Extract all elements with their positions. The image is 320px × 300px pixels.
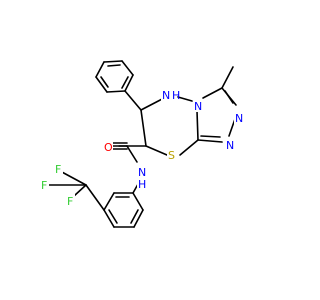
atom-nh-amide: N H xyxy=(137,165,147,191)
svg-text:N: N xyxy=(194,100,202,113)
aryl-ring xyxy=(103,192,144,228)
trifluoromethyl-group xyxy=(47,170,105,211)
atom-n: N xyxy=(162,89,170,102)
atom-h: H xyxy=(172,89,180,102)
svg-text:N: N xyxy=(235,112,243,125)
atom-fluorine-1: F xyxy=(54,162,63,176)
thiadiazine-ring xyxy=(140,96,199,156)
svg-text:O: O xyxy=(104,141,113,154)
svg-text:S: S xyxy=(168,149,175,162)
atom-n-bridge: N xyxy=(193,99,203,113)
molecule-structure: N H N N N S O N H F F F xyxy=(40,60,244,228)
atom-h: H xyxy=(138,178,146,191)
triazole-ring xyxy=(197,66,237,143)
atom-n: N xyxy=(138,166,146,179)
atom-sulfur: S xyxy=(167,148,177,162)
svg-text:F: F xyxy=(41,179,47,192)
atom-n-triazole-2: N xyxy=(225,138,235,152)
svg-text:N: N xyxy=(226,139,234,152)
atom-nh-ring: N H xyxy=(161,88,180,102)
phenyl-ring xyxy=(95,60,134,93)
atom-fluorine-3: F xyxy=(66,194,75,208)
atom-oxygen: O xyxy=(103,140,113,154)
svg-text:F: F xyxy=(55,163,61,176)
bond-phenyl-c6 xyxy=(124,90,142,111)
atom-fluorine-2: F xyxy=(40,178,49,192)
svg-text:F: F xyxy=(67,195,73,208)
atom-n-triazole-1: N xyxy=(234,111,244,125)
